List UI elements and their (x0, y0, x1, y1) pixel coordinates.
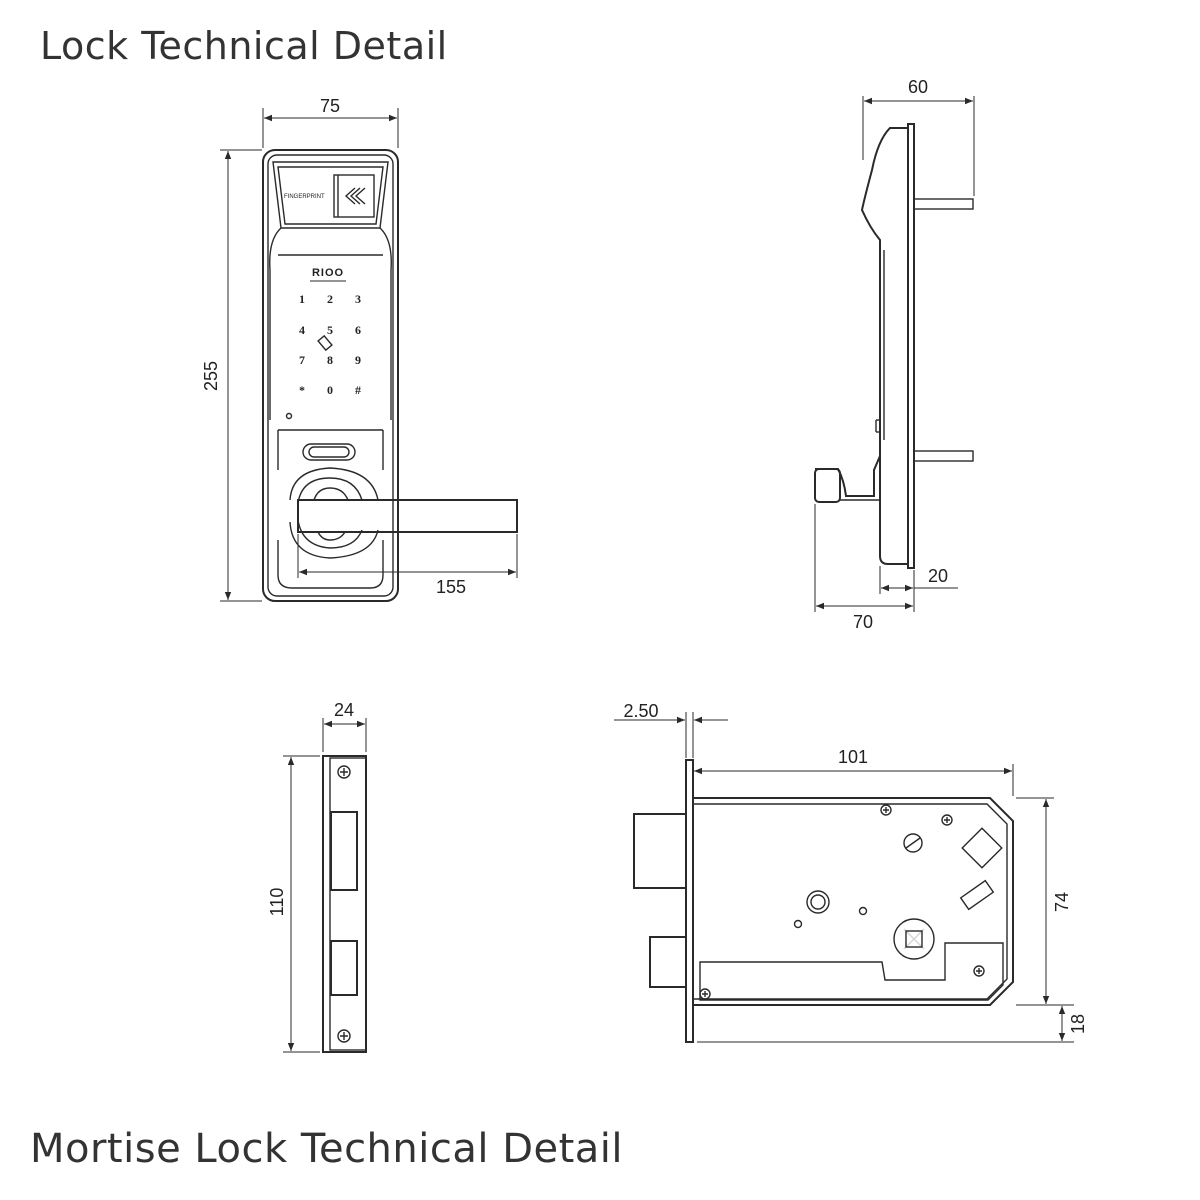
front-view: FINGERPRINT RIOO 1 2 3 4 5 6 7 8 9 * 0 # (201, 96, 518, 602)
mortise-screw-1 (880, 804, 892, 816)
dim-faceplate-width: 24 (334, 700, 354, 720)
key-3: 3 (355, 292, 361, 306)
front-body-outline (262, 149, 399, 602)
side-plate (907, 123, 915, 569)
mortise-screw-2 (941, 814, 953, 826)
faceplate-view: 24 110 (267, 700, 367, 1053)
fingerprint-label: FINGERPRINT (284, 194, 325, 200)
key-6: 6 (355, 323, 361, 337)
dim-side-depth: 60 (908, 77, 928, 97)
side-spindle-top (913, 198, 974, 210)
key-7: 7 (299, 353, 305, 367)
side-handle (815, 455, 881, 497)
indicator-led (285, 412, 293, 420)
side-body (860, 127, 908, 565)
front-body-inner (267, 154, 394, 597)
dim-mortise-offset: 18 (1068, 1014, 1088, 1034)
mortise-cam (961, 827, 1003, 869)
keypad: 1 2 3 4 5 6 7 8 9 * 0 # (299, 292, 361, 397)
side-view: 60 20 70 (814, 77, 975, 632)
fingerprint-sensor (333, 174, 375, 218)
deadbolt-opening (330, 940, 358, 996)
key-0: 0 (327, 383, 333, 397)
faceplate-screw-top (337, 765, 351, 779)
fingerprint-arrow-icon (344, 187, 366, 205)
mortise-latch-bolt (633, 813, 687, 889)
key-9: 9 (355, 353, 361, 367)
side-spindle-bottom (913, 450, 974, 462)
key-star: * (299, 383, 305, 397)
mortise-cylinder-hole (806, 890, 830, 914)
key-8: 8 (327, 353, 333, 367)
mortise-front-plate (685, 759, 694, 1043)
dim-mortise-plate-thickness: 2.50 (623, 701, 658, 721)
dim-front-height: 255 (201, 361, 221, 391)
key-4: 4 (299, 323, 305, 337)
lock-technical-detail-title: Lock Technical Detail (40, 24, 448, 68)
mortise-view: 2.50 101 74 18 (614, 701, 1088, 1043)
key-hash: # (355, 383, 361, 397)
faceplate-screw-bottom (337, 1029, 351, 1043)
key-2: 2 (327, 292, 333, 306)
mortise-deadbolt (649, 936, 687, 988)
mortise-spindle-square (905, 930, 923, 948)
latch-opening (330, 811, 358, 891)
key-5: 5 (327, 323, 333, 337)
dim-mortise-body-height: 74 (1052, 892, 1072, 912)
key-1: 1 (299, 292, 305, 306)
key-cover (302, 443, 356, 461)
mortise-adjust-screw (903, 833, 923, 853)
dim-mortise-body-length: 101 (838, 747, 868, 767)
mortise-slide-plate (699, 942, 1004, 1001)
mortise-spindle-hub (893, 918, 935, 960)
dim-handle-length: 155 (436, 577, 466, 597)
mortise-lever (959, 879, 995, 911)
dim-front-width: 75 (320, 96, 340, 116)
card-reader-icon (317, 334, 333, 352)
dim-side-plate: 20 (928, 566, 948, 586)
brand-logo: RIOO (312, 267, 344, 279)
handle-lever (297, 499, 518, 533)
mortise-lock-technical-detail-title: Mortise Lock Technical Detail (30, 1126, 624, 1172)
mortise-body (692, 797, 1014, 1006)
dim-faceplate-height: 110 (267, 888, 287, 917)
dim-side-handle-depth: 70 (853, 612, 873, 632)
